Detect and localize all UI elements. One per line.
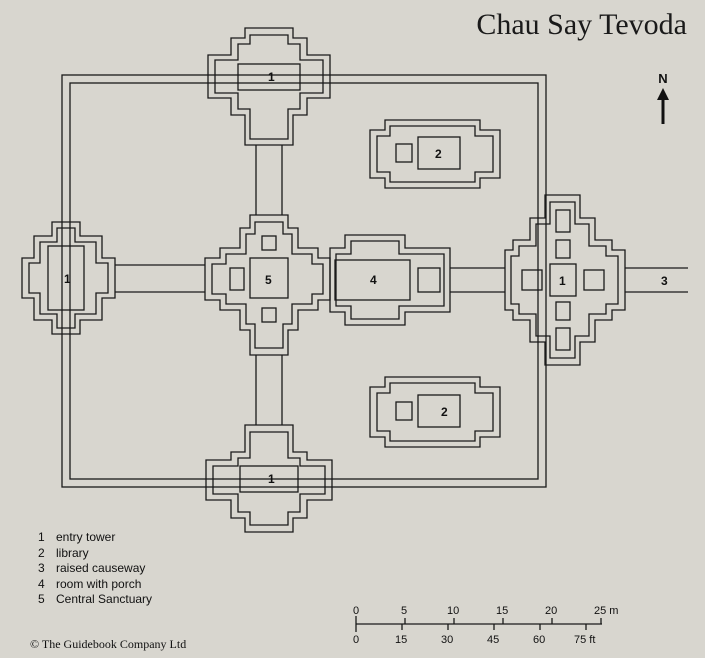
scale-ft-75: 75 ft [574, 634, 595, 646]
legend-number: 5 [38, 592, 45, 606]
room-with-porch [329, 234, 451, 326]
north-indicator: N [648, 70, 678, 88]
label-raised-causeway: 3 [661, 274, 668, 288]
scale-m-20: 20 [545, 605, 557, 617]
legend-number: 1 [38, 530, 45, 544]
entry-tower-west [21, 221, 116, 335]
legend-item: 3 raised causeway [38, 561, 152, 577]
legend-item: 5 Central Sanctuary [38, 592, 152, 608]
corridor-west [115, 264, 205, 293]
scale-ft-30: 30 [441, 634, 453, 646]
label-entry-tower-north: 1 [268, 70, 275, 84]
corridor-north [255, 145, 283, 215]
central-sanctuary [204, 214, 331, 356]
scale-m-5: 5 [401, 605, 407, 617]
scale-bar [355, 616, 602, 632]
label-entry-tower-east: 1 [559, 274, 566, 288]
north-arrow-icon [657, 88, 669, 124]
legend-item: 2 library [38, 546, 152, 562]
legend-number: 4 [38, 576, 45, 591]
label-library-north: 2 [435, 147, 442, 161]
library-south [369, 376, 501, 448]
legend-text: entry tower [56, 530, 116, 544]
corridor-south [255, 355, 283, 425]
legend-number: 2 [38, 545, 45, 560]
legend-text: room with porch [56, 576, 142, 591]
label-library-south: 2 [441, 405, 448, 419]
label-entry-tower-south: 1 [268, 472, 275, 486]
legend-item: 4 room with porch [38, 577, 152, 593]
legend-item: 1 entry tower [38, 530, 152, 546]
legend-text: library [56, 545, 89, 560]
entry-tower-north [207, 27, 331, 146]
scale-ft-0: 0 [353, 634, 359, 646]
enclosure-wall-inner [69, 82, 539, 480]
label-entry-tower-west: 1 [64, 272, 71, 286]
legend-number: 3 [38, 561, 45, 575]
scale-m-25: 25 m [594, 605, 618, 617]
legend-text: raised causeway [56, 561, 146, 575]
scale-ft-45: 45 [487, 634, 499, 646]
scale-m-10: 10 [447, 605, 459, 617]
legend-text: Central Sanctuary [56, 592, 153, 606]
label-central-sanctuary: 5 [265, 273, 272, 287]
north-label: N [658, 71, 668, 86]
scale-m-0: 0 [353, 605, 359, 617]
copyright-notice: © The Guidebook Company Ltd [30, 637, 187, 651]
library-north [369, 119, 501, 189]
raised-causeway [625, 267, 688, 293]
entry-tower-south [205, 424, 333, 533]
scale-ft-60: 60 [533, 634, 545, 646]
label-room-with-porch: 4 [370, 273, 377, 287]
legend: 1 entry tower 2 library 3 raised causeway 4… [38, 530, 152, 608]
corridor-east [450, 267, 505, 293]
scale-m-15: 15 [496, 605, 508, 617]
map-title: Chau Say Tevoda [476, 8, 687, 41]
entry-tower-east [504, 194, 626, 366]
scale-ft-15: 15 [395, 634, 407, 646]
enclosure-wall-outer [61, 74, 547, 488]
